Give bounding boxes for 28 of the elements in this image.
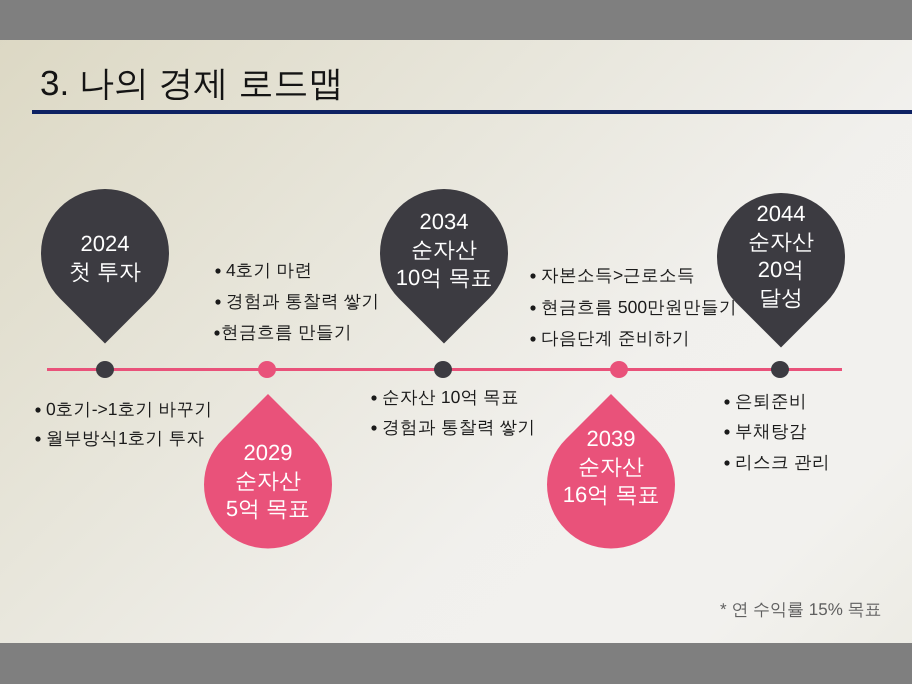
list-item: 0호기->1호기 바꾸기 — [46, 398, 212, 421]
list-item: 월부방식1호기 투자 — [46, 427, 205, 450]
list-item: 경험과 통찰력 쌓기 — [382, 416, 536, 439]
year-label: 2034 — [420, 208, 468, 236]
list-item: 현금흐름 만들기 — [221, 321, 352, 344]
slide-title: 3. 나의 경제 로드맵 — [40, 63, 344, 105]
footnote-text: * 연 수익률 15% 목표 — [720, 599, 882, 621]
milestone-label: 순자산 5억 목표 — [226, 467, 310, 523]
list-item: 경험과 통찰력 쌓기 — [226, 290, 380, 313]
teardrop-marker — [547, 394, 675, 548]
teardrop-marker — [380, 189, 508, 344]
teardrop-marker — [41, 189, 169, 344]
list-item: 자본소득>근로소득 — [541, 264, 696, 287]
list-item: 순자산 10억 목표 — [382, 386, 520, 409]
list-item: 은퇴준비 — [735, 390, 807, 413]
list-item: 다음단계 준비하기 — [541, 327, 690, 350]
list-item: 부채탕감 — [735, 420, 807, 443]
milestone-label: 순자산 10억 목표 — [396, 236, 492, 292]
list-item: 현금흐름 500만원만들기 — [541, 296, 738, 319]
year-label: 2024 — [80, 230, 130, 258]
milestone-label: 순자산 16억 목표 — [562, 453, 660, 509]
year-label: 2044 — [756, 200, 806, 228]
milestone-label: 첫 투자 — [68, 258, 142, 286]
list-item: 리스크 관리 — [735, 451, 830, 474]
year-label: 2029 — [244, 439, 292, 467]
year-label: 2039 — [586, 425, 636, 453]
list-item: 4호기 마련 — [226, 259, 313, 282]
milestone-label: 순자산 20억 달성 — [748, 228, 814, 312]
